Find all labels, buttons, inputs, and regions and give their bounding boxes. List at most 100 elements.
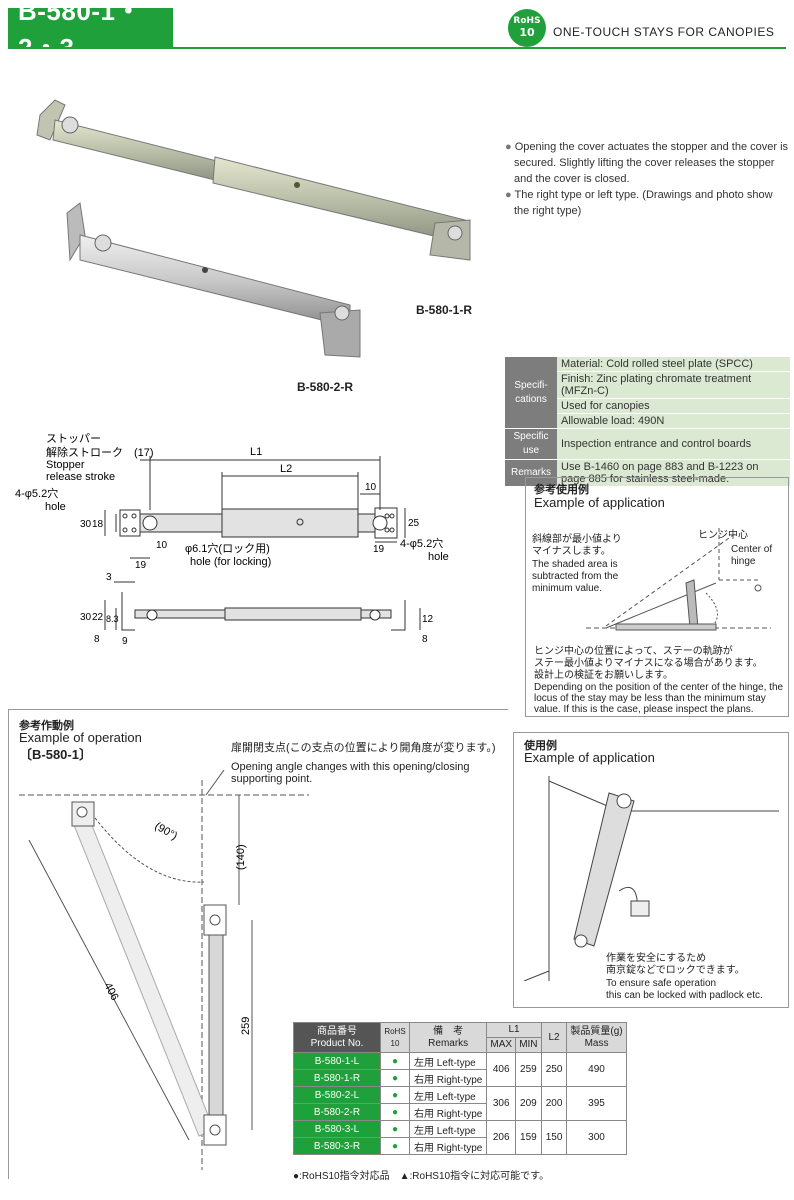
- hinge-note-jp3: 設計上の検証をお願いします。: [534, 670, 673, 681]
- hinge-note-jp1: ヒンジ中心の位置によって、ステーの軌跡が: [534, 646, 733, 657]
- app-example-title-en: Example of application: [534, 495, 665, 510]
- page-title: B-580-1・2・3: [8, 0, 173, 63]
- col-l1: L1: [486, 1022, 542, 1038]
- col-remarks-en: Remarks: [428, 1037, 469, 1049]
- dim-19b: 19: [373, 544, 385, 555]
- dim-10b: 10: [156, 540, 168, 551]
- dim-s30: 30: [80, 612, 92, 623]
- padlock-note-jp1: 作業を安全にするため: [606, 953, 707, 964]
- l1-max: 306: [486, 1086, 517, 1121]
- dimension-drawing: ストッパー 解除ストローク (17) Stopper release strok…: [15, 432, 449, 647]
- dim-140: (140): [235, 844, 247, 870]
- padlock-diagram: [523, 776, 779, 981]
- col-mass: 製品質量(g) Mass: [566, 1022, 627, 1053]
- dim-hole-left-jp: 4-φ5.2穴: [15, 486, 58, 500]
- dim-hole-right-jp: 4-φ5.2穴: [400, 536, 443, 550]
- shaded-note-en: The shaded area is subtracted from the m…: [532, 559, 619, 594]
- dim-s12: 12: [422, 614, 434, 625]
- table-row: B-580-3-R ● 右用 Right-type: [293, 1137, 627, 1155]
- feature-list: ● Opening the cover actuates the stopper…: [505, 139, 790, 219]
- dim-stopper-en2: release stroke: [46, 471, 115, 483]
- header-rule: [8, 47, 786, 49]
- l2-value: 250: [540, 1052, 568, 1087]
- remarks-value: Use B-1460 on page 883 and B-1223 on pag…: [557, 459, 790, 487]
- rohs-footnote: ●:RoHS10指令対応品 ▲:RoHS10指令に対応可能です。: [293, 1171, 550, 1182]
- table-row: B-580-2-R ● 右用 Right-type: [293, 1103, 627, 1121]
- dim-s83: 8.3: [106, 614, 119, 624]
- padlock-title-jp: 使用例: [524, 739, 557, 752]
- shaded-note-jp1: 斜線部が最小値より: [532, 534, 622, 545]
- padlock-note-en2: this can be locked with padlock etc.: [606, 990, 763, 1001]
- l1-min: 209: [515, 1086, 542, 1121]
- photo-label-bottom: B-580-2-R: [297, 380, 354, 394]
- col-product: 商品番号 Product No.: [293, 1022, 381, 1053]
- mass-value: 395: [566, 1086, 627, 1121]
- rohs-mark: ●: [380, 1086, 410, 1104]
- dim-s8a: 8: [94, 634, 100, 645]
- page-subtitle: ONE-TOUCH STAYS FOR CANOPIES: [553, 25, 775, 39]
- specific-use-heading: Specific use: [505, 428, 557, 460]
- col-rohs: RoHS 10: [380, 1022, 410, 1053]
- dim-18: 18: [92, 519, 104, 530]
- col-product-en: Product No.: [310, 1037, 364, 1049]
- dim-406: 406: [101, 981, 120, 1003]
- photo-label-top: B-580-1-R: [416, 303, 473, 317]
- spec-use: Used for canopies: [557, 398, 790, 414]
- app-example-title-jp: 参考使用例: [534, 483, 589, 496]
- dim-10a: 10: [365, 482, 377, 493]
- table-row: B-580-2-L ● 左用 Left-type 306 209 200 395: [293, 1086, 627, 1121]
- dim-lock-en: hole (for locking): [190, 556, 271, 568]
- dim-25: 25: [408, 518, 420, 529]
- feature-item: ● Opening the cover actuates the stopper…: [505, 141, 789, 185]
- remark: 左用 Left-type: [408, 1120, 488, 1138]
- rohs-mark: ●: [380, 1120, 410, 1138]
- operation-title-jp: 参考作動例: [19, 719, 74, 732]
- dim-s9: 9: [122, 636, 128, 647]
- specific-use-value: Inspection entrance and control boards: [557, 428, 790, 460]
- feature-text: Opening the cover actuates the stopper a…: [514, 141, 789, 185]
- shaded-note-jp2: マイナスします。: [532, 546, 611, 557]
- padlock-example-box: 使用例 Example of application 作業を安全にするため 南京…: [513, 732, 789, 1008]
- rohs-mark: ●: [380, 1103, 410, 1121]
- padlock-note-en1: To ensure safe operation: [606, 978, 717, 989]
- dim-30: 30: [80, 519, 92, 530]
- l1-min: 159: [515, 1120, 542, 1155]
- remark: 右用 Right-type: [408, 1069, 488, 1087]
- dim-l1: L1: [250, 446, 262, 458]
- l2-value: 150: [540, 1120, 568, 1155]
- spec-material: Material: Cold rolled steel plate (SPCC): [557, 357, 790, 372]
- col-l2: L2: [540, 1022, 568, 1053]
- angle-label: (90°): [153, 820, 180, 842]
- table-row: B-580-3-L ● 左用 Left-type 206 159 150 300: [293, 1120, 627, 1155]
- col-mass-jp: 製品質量(g): [570, 1025, 623, 1037]
- rohs-mark: ●: [380, 1137, 410, 1155]
- dim-l2: L2: [280, 463, 292, 475]
- hinge-label-jp: ヒンジ中心: [698, 530, 748, 541]
- specs-table: Specifi-cations Material: Cold rolled st…: [505, 357, 790, 487]
- col-remarks: 備 考 Remarks: [408, 1022, 488, 1053]
- dim-19a: 19: [135, 560, 147, 571]
- pivot-note-en: Opening angle changes with this opening/…: [231, 761, 470, 785]
- application-diagram: [586, 528, 771, 631]
- product-number: B-580-3-L: [293, 1120, 381, 1138]
- operation-model: 〔B-580-1〕: [19, 747, 92, 762]
- mass-value: 300: [566, 1120, 627, 1155]
- spec-load: Allowable load: 490N: [557, 413, 790, 429]
- hinge-label-en: Center of hinge: [731, 544, 773, 567]
- dim-s22: 22: [92, 612, 104, 623]
- dim-stopper-jp: ストッパー: [46, 432, 101, 445]
- col-product-jp: 商品番号: [317, 1025, 357, 1037]
- dim-stopper-jp2: 解除ストローク: [46, 445, 123, 459]
- dim-stopper-17: (17): [134, 447, 154, 459]
- spec-finish: Finish: Zinc plating chromate treatment …: [557, 371, 790, 399]
- dim-3: 3: [106, 572, 112, 583]
- remark: 右用 Right-type: [408, 1137, 488, 1155]
- rohs-number: 10: [519, 26, 535, 39]
- dim-lock-jp: φ6.1穴(ロック用): [185, 541, 270, 555]
- product-photo: [36, 99, 471, 358]
- dim-stopper-en: Stopper: [46, 459, 85, 471]
- feature-item: ● The right type or left type. (Drawings…: [505, 189, 773, 217]
- l1-max: 206: [486, 1120, 517, 1155]
- product-number: B-580-1-L: [293, 1052, 381, 1070]
- col-max: MAX: [486, 1037, 517, 1053]
